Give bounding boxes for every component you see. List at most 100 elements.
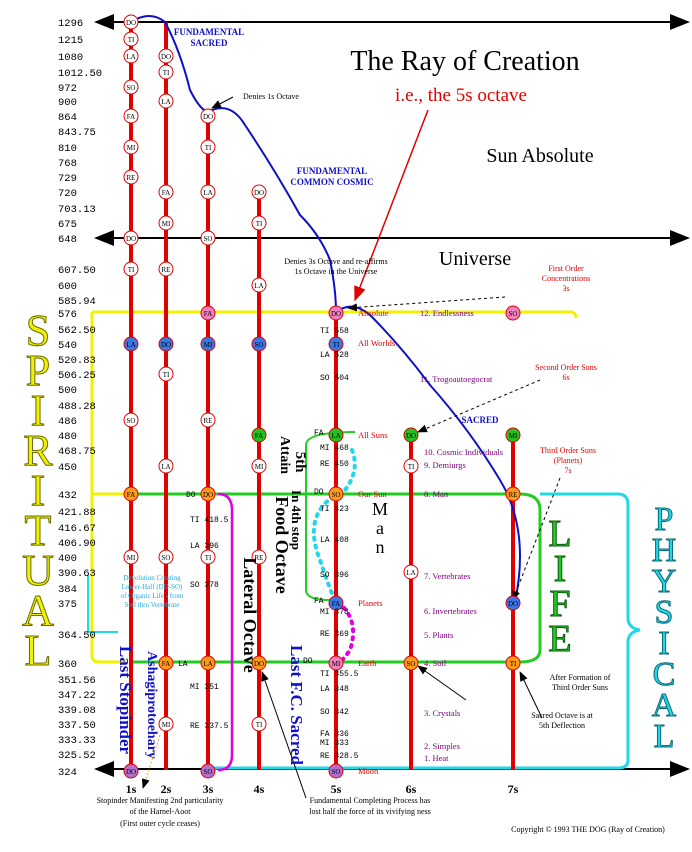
denies-1s-arrow	[211, 96, 234, 109]
scale-note-5s: SO 342	[320, 708, 349, 717]
note-circle	[200, 336, 216, 352]
y-axis-label: 607.50	[58, 265, 96, 277]
scale-note-5s: LA 408	[320, 536, 349, 545]
ashagiprotoehary-word: Ashagiprotoehary	[144, 651, 159, 759]
note-circle	[158, 458, 174, 474]
lateral-octave-word: Lateral Octave	[240, 557, 260, 672]
annotation-stopinder: Stopinder Manifesting 2nd particularity	[97, 796, 224, 805]
note-circle	[200, 655, 216, 671]
note-label: MI	[204, 341, 213, 349]
y-axis-label: 486	[58, 416, 77, 428]
note-label: LA	[126, 53, 135, 61]
note-label: LA	[203, 189, 212, 197]
note-circle	[200, 108, 216, 124]
octave-column-lines	[129, 22, 515, 770]
note-circle	[123, 139, 139, 155]
annotation-first-order: First Order	[548, 264, 584, 273]
scale-note-3s: MI 351	[190, 683, 219, 692]
level-label: 9. Demiurgs	[424, 460, 466, 470]
y-axis-label: 337.50	[58, 720, 96, 732]
scale-note-5s: SO 504	[320, 374, 349, 383]
y-axis-label: 540	[58, 340, 77, 352]
annotation-third-order: 7s	[564, 466, 571, 475]
y-axis-label: 864	[58, 112, 77, 124]
note-label: MI	[127, 554, 136, 562]
scale-note-5s: LA 348	[320, 685, 349, 694]
note-circle	[158, 366, 174, 382]
note-circle	[158, 215, 174, 231]
note-label: SO	[127, 84, 136, 92]
physical-outline	[210, 492, 641, 770]
y-axis-label: 562.50	[58, 325, 96, 337]
y-axis-label: 360	[58, 659, 77, 671]
physical-word-letter: L	[654, 718, 675, 755]
note-circle	[403, 458, 419, 474]
note-circle	[123, 549, 139, 565]
physical-word-letter: Y	[652, 563, 677, 600]
note-circle	[251, 655, 267, 671]
level-label: 7. Vertebrates	[424, 571, 471, 581]
note-label: FA	[127, 113, 135, 121]
sacred-octave-arrow	[519, 671, 543, 719]
scale-note-3s: DO	[186, 491, 196, 500]
note-label: FA	[162, 189, 170, 197]
stopinder-arrow	[141, 734, 161, 789]
y-axis-label: 406.90	[58, 538, 96, 550]
fc-process-arrow	[261, 671, 307, 799]
annotation-sacred-octave: Sacred Octave is at	[531, 711, 593, 720]
note-circle	[251, 549, 267, 565]
spiritual-branch	[90, 312, 130, 496]
note-label: DO	[203, 491, 213, 499]
note-circle	[200, 763, 216, 779]
life-word-letter: I	[554, 548, 567, 590]
y-axis-label: 720	[58, 188, 77, 200]
note-circle	[158, 549, 174, 565]
spiritual-word-letter: S	[26, 306, 50, 355]
note-label: SO	[332, 491, 341, 499]
spiritual-word-letter: L	[25, 626, 52, 675]
column-label: 1s	[126, 782, 137, 796]
annotation-stopinder: of the Harnel-Aoot	[130, 807, 192, 816]
note-label: MI	[162, 721, 171, 729]
y-axis-label: 421.88	[58, 507, 96, 519]
line-label-5s: Planets	[358, 598, 383, 608]
y-axis-label: 900	[58, 97, 77, 109]
spiritual-word-letter: I	[31, 466, 46, 515]
spiritual-word-letter: P	[26, 346, 50, 395]
annotation-devolution: Lower-Half (DO-SO)	[122, 583, 183, 591]
note-label: MI	[255, 463, 264, 471]
note-circle	[123, 108, 139, 124]
annotation-first-outer: (First outer cycle ceases)	[120, 819, 200, 828]
annotation-third-order: (Planets)	[554, 456, 583, 465]
note-circle	[505, 655, 521, 671]
note-circle	[505, 427, 521, 443]
y-axis-label: 364.50	[58, 630, 96, 642]
y-axis-label: 810	[58, 143, 77, 155]
scale-note-5s: RE 328.5	[320, 752, 359, 761]
magenta-dotted-curve	[334, 600, 355, 665]
scale-note-5s: TI 558	[320, 327, 349, 336]
note-label: DO	[406, 432, 416, 440]
spiritual-word-letter: R	[23, 426, 53, 475]
note-label: RE	[255, 554, 264, 562]
note-label: TI	[128, 36, 135, 44]
y-axis-label: 675	[58, 219, 77, 231]
note-label: DO	[161, 53, 171, 61]
scale-note-5s: RE 369	[320, 630, 349, 639]
note-circle	[158, 184, 174, 200]
note-circle	[158, 716, 174, 732]
note-circle	[200, 139, 216, 155]
note-label: DO	[126, 235, 136, 243]
annotation-fundamental-completing: lost half the force of its vivifying nes…	[309, 807, 431, 816]
annotation-devolution: Soil thru Vertebrate	[125, 601, 180, 609]
annotation-denies-3s: 1s Octave in the Universe	[295, 267, 378, 276]
scale-note-3s: LA 396	[190, 542, 219, 551]
devolution-bracket	[87, 575, 118, 633]
note-label: RE	[162, 266, 171, 274]
note-label: FA	[332, 600, 340, 608]
cyan-dotted-curve	[311, 448, 357, 602]
note-label: SO	[509, 310, 518, 318]
y-axis-label: 450	[58, 462, 77, 474]
note-label: DO	[254, 189, 264, 197]
physical-word-letter: S	[655, 594, 674, 631]
